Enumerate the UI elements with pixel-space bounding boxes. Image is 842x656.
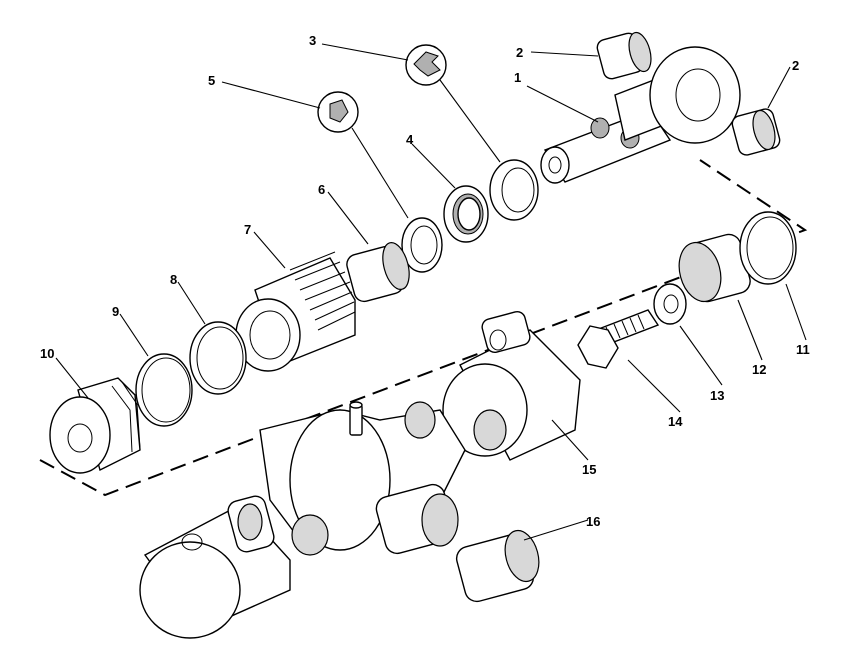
part-7-head-gland	[235, 251, 356, 372]
leader-9	[119, 313, 149, 357]
part-2-bushing-left	[596, 31, 652, 80]
part-12-bearing	[678, 233, 751, 303]
callout-15: 15	[582, 462, 596, 477]
part-6-bearing	[346, 242, 410, 303]
part-8-ring	[189, 321, 247, 395]
leader-12	[737, 299, 763, 361]
leader-4	[411, 143, 456, 189]
callout-13: 13	[710, 388, 724, 403]
leader-3	[321, 43, 409, 61]
leader-11	[785, 283, 807, 341]
part-5-o-ring	[317, 91, 443, 273]
assembly-guide-line	[39, 159, 808, 497]
callout-2b: 2	[792, 58, 799, 73]
leader-6	[327, 191, 369, 245]
callout-16: 16	[586, 514, 600, 529]
part-13-washer	[653, 283, 687, 325]
part-14-bolt	[577, 309, 660, 369]
part-3-wiper-seal	[405, 44, 539, 221]
callout-10: 10	[40, 346, 54, 361]
leader-7	[253, 231, 286, 269]
leader-13	[679, 325, 723, 386]
leader-15	[551, 419, 589, 461]
cylinder-housing	[139, 401, 466, 639]
part-1-rod-eye	[540, 46, 741, 184]
part-4-seal	[443, 185, 489, 243]
leader-5b	[351, 127, 409, 219]
leader-16	[523, 519, 589, 541]
callout-7: 7	[244, 222, 251, 237]
leader-14	[627, 359, 681, 413]
callout-9: 9	[112, 304, 119, 319]
callout-8: 8	[170, 272, 177, 287]
leader-5	[221, 81, 321, 109]
leader-10	[55, 357, 89, 399]
part-10-piston	[49, 377, 141, 474]
callout-4: 4	[406, 132, 414, 147]
callout-1: 1	[514, 70, 521, 85]
callout-12: 12	[752, 362, 766, 377]
leader-1	[526, 85, 599, 123]
leader-3b	[439, 79, 501, 163]
callout-3: 3	[309, 33, 316, 48]
part-15-cap-end	[442, 310, 581, 461]
callout-5: 5	[208, 73, 215, 88]
part-16-bearing	[455, 529, 540, 603]
callout-11: 11	[796, 342, 810, 357]
part-2-bushing-right	[731, 108, 781, 156]
callout-14: 14	[668, 414, 683, 429]
leader-2b	[767, 66, 791, 109]
leader-2a	[530, 51, 599, 57]
part-9-ring	[135, 353, 193, 427]
callout-6: 6	[318, 182, 325, 197]
part-11-ring	[739, 211, 797, 285]
leader-8	[177, 281, 206, 325]
callout-2a: 2	[516, 45, 523, 60]
